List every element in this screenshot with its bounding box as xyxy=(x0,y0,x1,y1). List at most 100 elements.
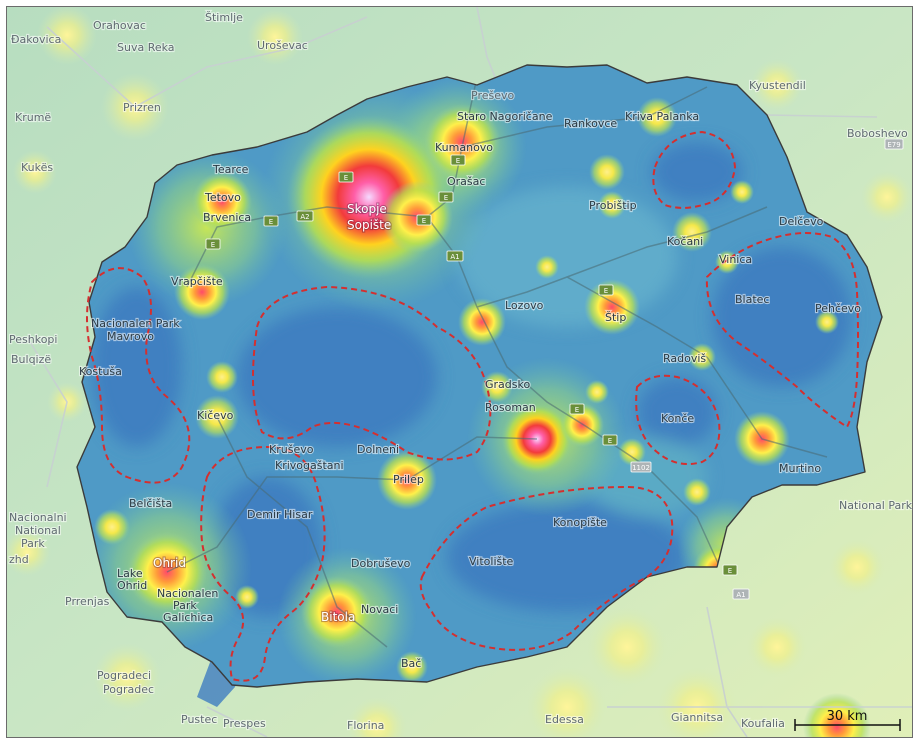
label-delcevo: Delčevo xyxy=(779,215,824,228)
label-dakovica: Đakovica xyxy=(11,33,61,46)
label-dolneni: Dolneni xyxy=(357,443,399,456)
svg-text:E: E xyxy=(444,194,448,202)
scale-bar: 30 km xyxy=(794,709,901,731)
label-brvenica: Brvenica xyxy=(203,211,251,224)
label-radovis: Radoviš xyxy=(663,352,706,365)
label-belcista: Belčišta xyxy=(129,497,172,510)
label-peshkopi: Peshkopi xyxy=(9,333,57,346)
label-sopiste: Sopište xyxy=(347,218,391,232)
shield-e-skopje-n: E xyxy=(338,171,354,183)
zone-konopiste xyxy=(419,485,674,651)
label-edessa: Edessa xyxy=(545,713,584,726)
label-orasac: Orašac xyxy=(447,175,485,188)
shield-1102: 1102 xyxy=(630,461,652,473)
label-prilep: Prilep xyxy=(393,473,424,486)
map-canvas[interactable]: E E A2 E E E E A1 E E E 1102 E A1 E79 Đa… xyxy=(7,7,912,737)
svg-text:E: E xyxy=(422,217,426,225)
label-national-park-right: National Park xyxy=(839,499,912,512)
label-novaci: Novaci xyxy=(361,603,398,616)
label-krusevo: Kruševo xyxy=(269,443,314,456)
label-kruma: Krumë xyxy=(15,111,51,124)
shield-e79-out: E79 xyxy=(884,138,904,150)
label-urosevac: Uroševac xyxy=(257,39,308,52)
label-bitola: Bitola xyxy=(321,610,355,624)
zone-konce xyxy=(635,374,721,465)
label-konopiste: Konopište xyxy=(553,516,607,529)
label-stimlje: Štimlje xyxy=(205,11,243,24)
label-kostusa: Kostuša xyxy=(79,365,122,378)
label-kukes: Kukës xyxy=(21,161,53,174)
label-kriva-palanka: Kriva Palanka xyxy=(625,110,699,123)
svg-text:A1: A1 xyxy=(450,253,459,261)
label-vitoliste: Vitolište xyxy=(469,555,514,568)
label-tearce: Tearce xyxy=(212,163,249,176)
label-konce: Konče xyxy=(661,412,694,425)
label-probistip: Probištip xyxy=(589,199,637,212)
shield-e-skopje-e: E xyxy=(416,214,432,226)
label-pustec: Pustec xyxy=(181,713,217,726)
label-bulqiza: Bulqizë xyxy=(11,353,51,366)
label-vrapciste: Vrapčište xyxy=(171,275,223,288)
zone-osogovo xyxy=(652,130,737,209)
label-orahovac: Orahovac xyxy=(93,19,146,32)
shield-e-orasac: E xyxy=(438,191,454,203)
road-shields: E E A2 E E E E A1 E E E 1102 E A1 E79 xyxy=(205,138,904,600)
label-prespes: Prespes xyxy=(223,717,266,730)
svg-text:E: E xyxy=(456,157,460,165)
shield-e-kumanovo: E xyxy=(450,154,466,166)
label-pogradec: Pogradec xyxy=(103,683,154,696)
label-rankovce: Rankovce xyxy=(564,117,617,130)
zone-maleshevo xyxy=(705,232,859,429)
label-prizren: Prizren xyxy=(123,101,161,114)
outside-glows xyxy=(7,7,912,737)
label-staro-nagoricane: Staro Nagoričane xyxy=(457,110,553,123)
label-kouphalia: Koufalia xyxy=(741,717,785,730)
label-kyustendil: Kyustendil xyxy=(749,79,806,92)
outside-labels: Đakovica Orahovac Štimlje Suva Reka Uroš… xyxy=(8,10,912,733)
shield-e65-tetovo: E xyxy=(263,215,279,227)
label-zhd: zhd xyxy=(9,553,29,566)
label-stip: Štip xyxy=(605,311,626,324)
shield-a1-veles: A1 xyxy=(446,250,464,262)
label-pogradec-top: Pogradeci xyxy=(97,669,151,682)
label-boboshevo: Boboshevo xyxy=(847,127,908,140)
label-blatec: Blatec xyxy=(735,293,769,306)
country-border xyxy=(76,64,883,688)
svg-text:1102: 1102 xyxy=(632,464,650,472)
shield-a2-tetovo: A2 xyxy=(296,210,314,222)
label-lozovo: Lozovo xyxy=(505,299,544,312)
shield-e-gradsko: E xyxy=(569,403,585,415)
svg-text:E: E xyxy=(575,406,579,414)
svg-text:A1: A1 xyxy=(736,591,745,599)
svg-text:E: E xyxy=(344,174,348,182)
shield-e-gevgelija: E xyxy=(722,564,738,576)
label-tetovo: Tetovo xyxy=(204,191,241,204)
label-pehcevo: Pehčevo xyxy=(815,302,861,315)
svg-text:E: E xyxy=(608,437,612,445)
country-interior xyxy=(77,65,882,687)
label-dobrusevo: Dobruševo xyxy=(351,557,411,570)
label-bac: Bač xyxy=(401,657,421,670)
shield-a1-out: A1 xyxy=(732,588,750,600)
svg-text:E: E xyxy=(728,567,732,575)
label-gradsko: Gradsko xyxy=(485,378,530,391)
label-murtino: Murtino xyxy=(779,462,821,475)
label-krivogastani: Krivogaštani xyxy=(275,459,344,472)
label-demir-hisar: Demir Hisar xyxy=(247,508,313,521)
svg-text:A2: A2 xyxy=(300,213,309,221)
svg-text:E79: E79 xyxy=(887,141,900,149)
zone-demir-hisar xyxy=(200,445,326,682)
dark-sky-zones xyxy=(86,130,859,682)
label-ohrid: Ohrid xyxy=(153,556,186,570)
label-giannitsa: Giannitsa xyxy=(671,711,723,724)
zone-central xyxy=(252,285,492,461)
light-pollution-map[interactable]: E E A2 E E E E A1 E E E 1102 E A1 E79 Đa… xyxy=(6,6,913,738)
svg-text:E: E xyxy=(604,287,608,295)
label-kocani: Kočani xyxy=(667,235,703,248)
inside-labels: Staro Nagoričane Rankovce Kriva Palanka … xyxy=(78,109,863,671)
label-kicevo: Kičevo xyxy=(197,409,234,422)
